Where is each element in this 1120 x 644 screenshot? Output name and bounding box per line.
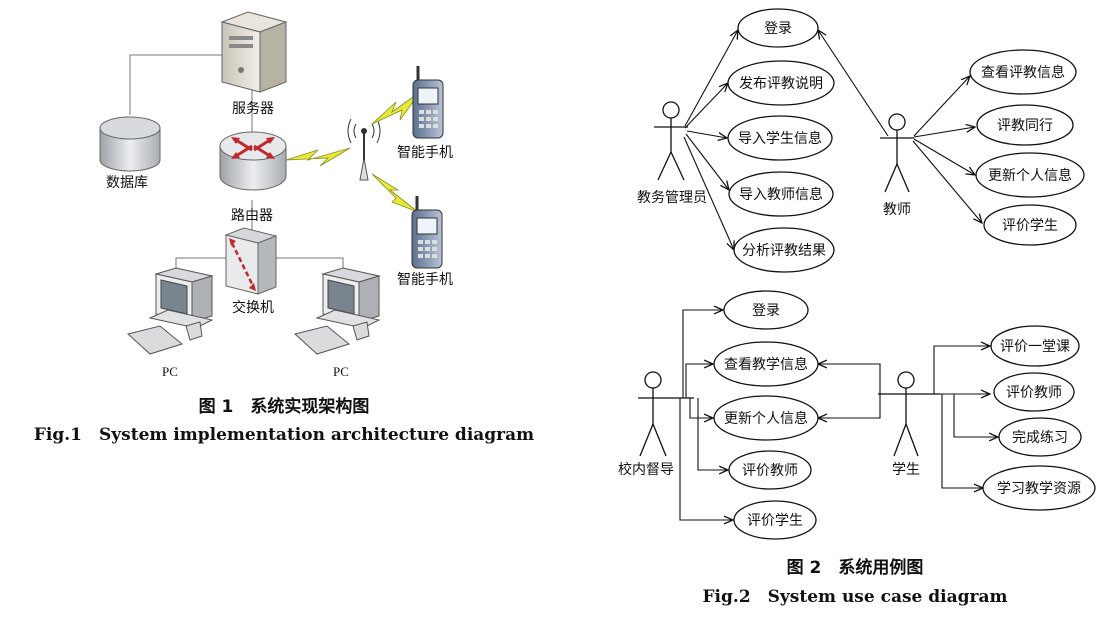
pc-label-left: PC: [162, 364, 178, 379]
fig1-caption-en: Fig.1 System implementation architecture…: [34, 425, 534, 445]
actor-figure: [880, 113, 914, 193]
association-lines: [683, 30, 982, 250]
phone-label-bottom: 智能手机: [397, 272, 453, 288]
fig2-caption-zh: 图 2 系统用例图: [787, 557, 924, 578]
smartphone-icon: [412, 66, 444, 139]
use-case-label: 查看评教信息: [981, 64, 1065, 81]
switch-label: 交换机: [232, 299, 274, 316]
smartphone-icon: [411, 196, 443, 269]
pc-label-right: PC: [333, 364, 349, 379]
use-case-supervisor: 登录 查看教学信息 更新个人信息 评价教师 评价学生: [713, 290, 819, 540]
use-case-label: 评价教师: [1006, 385, 1062, 401]
database-label: 数据库: [106, 175, 148, 191]
actor-student-label: 学生: [892, 462, 920, 478]
use-case-teacher: 查看评教信息 评教同行 更新个人信息 评价学生: [969, 49, 1085, 246]
use-case-label: 登录: [752, 303, 780, 319]
router-icon: [219, 131, 287, 191]
use-case-label: 学习教学资源: [997, 481, 1081, 497]
switch-icon: [224, 227, 278, 295]
use-case-label: 评价教师: [742, 463, 798, 479]
use-case-label: 分析评教结果: [742, 243, 826, 259]
server-icon: [220, 11, 288, 93]
use-case-admin: 登录 发布评教说明 导入学生信息 导入教师信息 分析评教结果: [727, 8, 835, 273]
actor-teacher-label: 教师: [883, 202, 911, 218]
database-icon: [99, 116, 161, 172]
server-label: 服务器: [232, 101, 274, 117]
fig2-caption-en: Fig.2 System use case diagram: [702, 587, 1007, 607]
router-label: 路由器: [231, 208, 273, 224]
use-case-label: 发布评教说明: [739, 76, 823, 92]
use-case-label: 评价学生: [747, 513, 803, 529]
wireless-antenna-icon: [347, 118, 381, 181]
use-case-label: 更新个人信息: [724, 410, 808, 427]
use-case-label: 登录: [764, 21, 792, 37]
actor-figure: [638, 371, 694, 457]
actor-figure: [654, 101, 688, 181]
use-case-label: 查看教学信息: [724, 356, 808, 373]
use-case-label: 更新个人信息: [988, 167, 1072, 184]
use-case-label: 导入学生信息: [738, 130, 822, 147]
use-case-student: 评价一堂课 评价教师 完成练习 学习教学资源: [982, 325, 1096, 511]
use-case-label: 导入教师信息: [739, 186, 823, 203]
pc-icon: [293, 267, 381, 355]
use-case-label: 评价学生: [1002, 218, 1058, 234]
phone-label-top: 智能手机: [397, 145, 453, 161]
use-case-label: 评价一堂课: [1000, 339, 1070, 355]
architecture-diagram: 服务器 数据库 路由器: [34, 11, 534, 445]
use-case-label: 完成练习: [1012, 430, 1068, 446]
pc-icon: [126, 267, 214, 355]
use-case-diagram: 教务管理员 教师 校内督导 学生: [618, 8, 1096, 607]
actor-figure: [878, 371, 940, 457]
association-lines: [679, 310, 998, 520]
actor-admin-label: 教务管理员: [637, 190, 707, 206]
actor-supervisor-label: 校内督导: [618, 461, 674, 478]
fig1-caption-zh: 图 1 系统实现架构图: [199, 396, 370, 417]
use-case-label: 评教同行: [997, 118, 1053, 134]
